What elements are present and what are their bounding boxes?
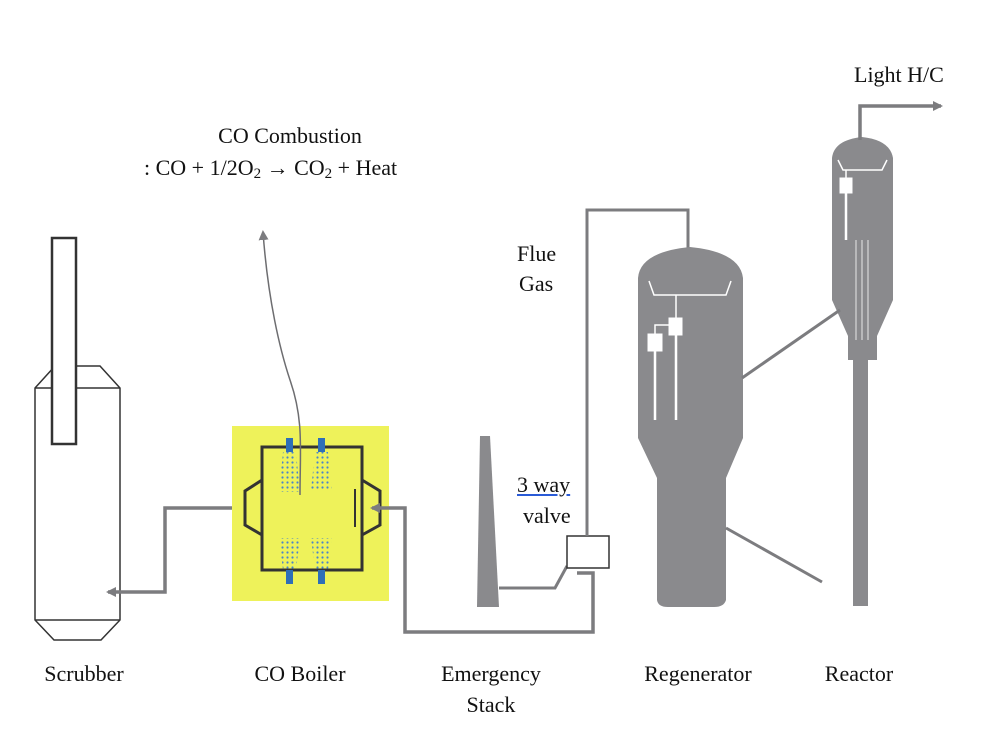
scrubber-label: Scrubber bbox=[44, 661, 124, 686]
emergency-stack-label-line2: Stack bbox=[466, 692, 516, 717]
regenerator-vessel bbox=[638, 247, 743, 607]
equation-part: : CO + 1/2O bbox=[144, 155, 254, 180]
co-boiler-highlight bbox=[232, 426, 389, 601]
pipe-boiler-to-scrubber bbox=[106, 506, 240, 597]
equation-part: + Heat bbox=[332, 155, 398, 180]
spent-catalyst-line bbox=[741, 308, 841, 380]
emergency-stack bbox=[477, 436, 499, 607]
pipe-valve-to-stack bbox=[499, 565, 569, 590]
reactor-internals bbox=[837, 159, 888, 340]
equation-subscript: 2 bbox=[253, 166, 262, 182]
flue-gas-label-line2: Gas bbox=[519, 271, 554, 296]
combustion-equation: : CO + 1/2O2 → CO2 + Heat bbox=[144, 155, 397, 187]
emergency-stack-label-line1: Emergency bbox=[441, 661, 541, 686]
combustion-exhaust-line bbox=[258, 230, 302, 496]
light-hc-label: Light H/C bbox=[854, 62, 944, 87]
three-way-valve-label-line1: 3 way bbox=[517, 472, 571, 497]
equation-subscript: 2 bbox=[324, 166, 333, 182]
three-way-valve-label-line2: valve bbox=[523, 503, 571, 528]
three-way-valve bbox=[566, 535, 610, 569]
scrubber-top-stack bbox=[50, 236, 78, 446]
flue-gas-line bbox=[585, 208, 690, 536]
regenerated-catalyst-line bbox=[725, 526, 823, 584]
reactor-vessel bbox=[832, 137, 893, 606]
flue-gas-label-line1: Flue bbox=[517, 241, 557, 266]
equation-part: CO bbox=[288, 155, 325, 180]
regenerator-label: Regenerator bbox=[644, 661, 752, 686]
combustion-title: CO Combustion bbox=[218, 123, 362, 148]
equation-arrow: → bbox=[266, 155, 289, 180]
co-boiler-label: CO Boiler bbox=[254, 661, 346, 686]
co-boiler-burners bbox=[279, 438, 332, 584]
scrubber-vessel bbox=[34, 365, 121, 641]
reactor-label: Reactor bbox=[824, 661, 894, 686]
light-hc-outlet-pipe bbox=[858, 101, 943, 140]
pipe-valve-to-boiler bbox=[370, 503, 595, 634]
regenerator-internals bbox=[647, 280, 732, 420]
